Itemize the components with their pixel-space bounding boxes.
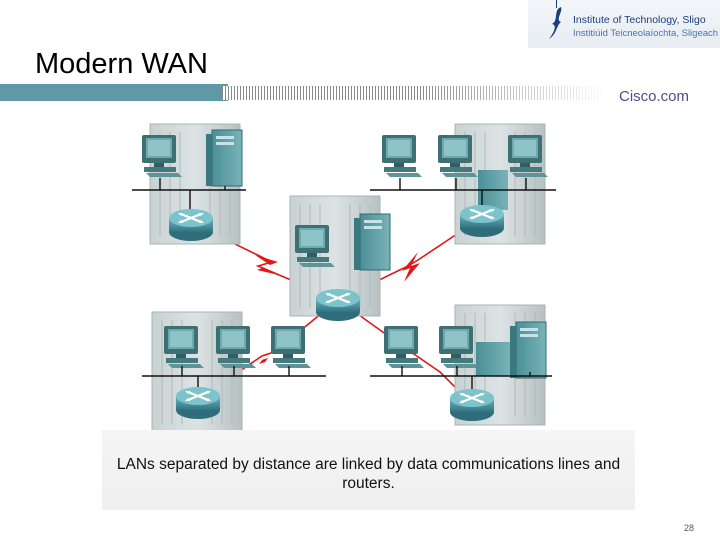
page-number: 28 bbox=[684, 523, 695, 533]
institute-logo-icon bbox=[549, 7, 562, 39]
site-top-left bbox=[132, 123, 246, 245]
caption-panel bbox=[102, 430, 635, 510]
site-top-right bbox=[370, 123, 556, 245]
logo-divider bbox=[556, 0, 557, 8]
institute-name-irish: Institiúid Teicneolaíochta, Sligeach bbox=[573, 28, 719, 39]
slide-title: Modern WAN bbox=[35, 48, 208, 80]
site-bottom-right bbox=[370, 304, 552, 426]
lightning-link-icon bbox=[255, 252, 420, 372]
cisco-brand: Cisco.com bbox=[619, 88, 690, 105]
diagram-caption: LANs separated by distance are linked by… bbox=[116, 456, 621, 492]
title-band bbox=[0, 84, 228, 101]
site-bottom-left bbox=[142, 311, 326, 433]
site-center bbox=[289, 195, 391, 323]
stripe-fade bbox=[420, 86, 610, 100]
institute-name: Institute of Technology, Sligo bbox=[573, 14, 706, 26]
